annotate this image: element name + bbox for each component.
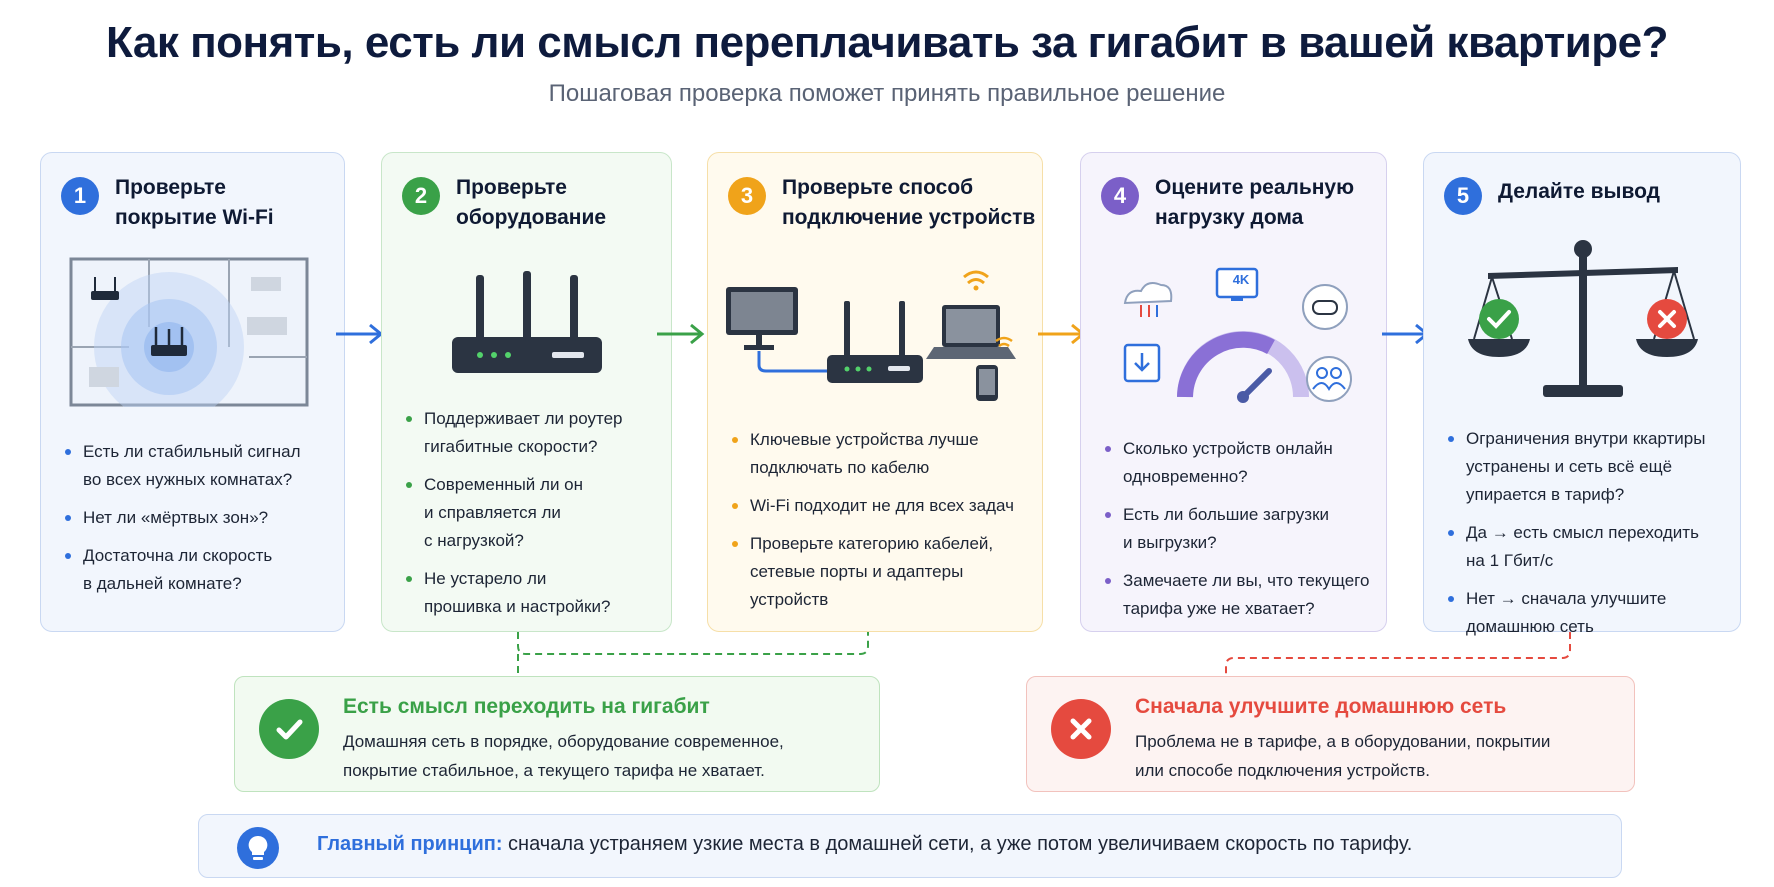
list-item: Проверьте категорию кабелей,сетевые порт… [730,530,1028,614]
step-number: 1 [61,177,99,215]
step-title-line: Проверьте способ [782,176,974,199]
step-title-line: покрытие Wi-Fi [115,206,274,229]
outcome-good: Есть смысл переходить на гигабит Домашня… [234,676,880,792]
arrow-right-icon [336,323,384,345]
main-principle-banner: Главный принцип: сначала устраняем узкие… [198,814,1622,878]
principle-body: сначала устраняем узкие места в домашней… [502,833,1413,855]
page-title: Как понять, есть ли смысл переплачивать … [105,18,1669,67]
lightbulb-icon [237,827,279,869]
close-icon [1051,699,1111,759]
connector-bad [1225,632,1571,676]
outcome-bad: Сначала улучшите домашнюю сеть Проблема … [1026,676,1635,792]
step-card-5: 5 Делайте вывод Ограничения внутри ккарт… [1423,152,1741,636]
outcome-title: Сначала улучшите домашнюю сеть [1135,695,1507,718]
devices-connection-icon [726,270,1016,401]
badge-4k: 4K [1232,272,1250,287]
principle-text: Главный принцип: сначала устраняем узкие… [317,833,1412,856]
step-number: 2 [402,177,440,215]
step-title: Делайте вывод [1498,177,1660,207]
outcome-title: Есть смысл переходить на гигабит [343,695,710,718]
step-number: 4 [1101,177,1139,215]
step-number: 5 [1444,177,1482,215]
step-card-4: 4 Оцените реальную нагрузку дома 4K Скол… [1080,152,1387,632]
step-title-line: Делайте вывод [1498,180,1660,203]
connector-good [517,632,869,676]
step-title: Проверьте покрытие Wi-Fi [115,173,274,233]
outcome-text: Проблема не в тарифе, а в оборудовании, … [1135,732,1551,780]
check-icon [259,699,319,759]
step-title-line: Проверьте [115,176,226,199]
step-card-1: 1 Проверьте покрытие Wi-Fi Есть ли стаби… [40,152,345,632]
step-header: 1 Проверьте покрытие Wi-Fi [61,173,274,233]
list-item: Wi-Fi подходит не для всех задач [730,492,1028,520]
router-icon [452,271,602,373]
step-card-2: 2 Проверьте оборудование Поддерживает ли… [381,152,672,632]
scales-icon [1468,240,1698,397]
step-title: Оцените реальную нагрузку дома [1155,173,1354,233]
step-title-line: подключение устройств [782,206,1036,229]
load-gauge-icon [1123,267,1352,403]
step-header: 5 Делайте вывод [1444,173,1660,215]
list-item: Нет ли «мёртвых зон»? [63,504,330,532]
step-title: Проверьте оборудование [456,173,606,233]
step-number: 3 [728,177,766,215]
page-subtitle: Пошаговая проверка поможет принять прави… [548,80,1226,107]
step-header: 3 Проверьте способ подключение устройств [728,173,1035,233]
principle-label: Главный принцип: [317,833,503,855]
step-header: 2 Проверьте оборудование [402,173,606,233]
step-title: Проверьте способ подключение устройств [782,173,1035,233]
step-card-3: 3 Проверьте способ подключение устройств… [707,152,1043,632]
outcome-text: Домашняя сеть в порядке, оборудование со… [343,732,784,780]
step-title-line: оборудование [456,206,607,229]
arrow-right-icon [657,323,705,345]
step-header: 4 Оцените реальную нагрузку дома [1101,173,1354,233]
step-title-line: Оцените реальную [1155,176,1355,199]
step-title-line: нагрузку дома [1155,206,1304,229]
step-title-line: Проверьте [456,176,567,199]
floorplan-coverage-icon [69,257,309,407]
